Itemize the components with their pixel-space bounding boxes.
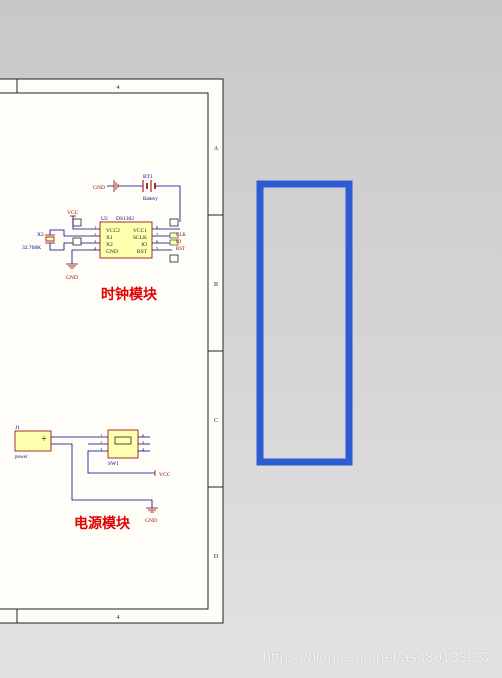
gnd-label: GND: [66, 275, 78, 281]
gnd-symbol-power: [146, 507, 158, 513]
ic-pin-number: 6: [156, 239, 159, 244]
power-module: J1 + power 1 2 3 6 5 4 SW1 VCC GND 电源模块: [14, 425, 171, 532]
test-point: [169, 254, 179, 263]
ic-pin-number: 2: [94, 232, 96, 237]
net-port: [169, 239, 179, 246]
test-point: [169, 218, 179, 227]
ic-pin-number: 3: [94, 239, 97, 244]
crystal-value: 32.768K: [22, 245, 41, 251]
ic-pin-name: VCC2: [106, 228, 120, 234]
gnd-symbol-clock: [66, 263, 78, 269]
switch-pin-number: 5: [142, 440, 145, 445]
ic-pin-number: 5: [156, 246, 159, 251]
ic-pin-name: VCC1: [133, 228, 147, 234]
test-point: [72, 218, 82, 227]
selection-rectangle[interactable]: [256, 180, 353, 466]
jack-value: power: [15, 455, 28, 460]
sheet-outer-border: [0, 78, 224, 624]
net-port: [169, 232, 179, 239]
wire-vcc2: [72, 216, 100, 230]
watermark: https://blog.csdn.net/as480133937: [262, 649, 492, 666]
switch-pin-number: 2: [100, 440, 102, 445]
crystal-ref: X2: [37, 232, 44, 238]
zone-label-a: A: [214, 146, 219, 152]
ic-body: [99, 221, 153, 259]
wire-battery-to-vcc1: [155, 185, 181, 222]
jack-ref: J1: [15, 425, 20, 431]
power-jack-body: [14, 430, 52, 452]
ic-pin-name: RST: [137, 249, 148, 255]
net-label: IO: [176, 240, 182, 245]
wire-jack-gnd: [51, 443, 153, 508]
zone-label-top: 4: [117, 85, 120, 91]
power-gnd-label: GND: [145, 518, 157, 524]
wire-sw-to-vcc: [87, 450, 155, 474]
clock-module-title: 时钟模块: [101, 286, 158, 303]
zone-label-c: C: [214, 418, 218, 424]
zone-label-d: D: [214, 554, 219, 560]
plus-icon: +: [41, 434, 47, 445]
zone-label-b: B: [214, 282, 218, 288]
battery-gnd-label: GND: [93, 185, 105, 191]
switch-ref: SW1: [108, 461, 119, 467]
power-module-title: 电源模块: [74, 515, 131, 532]
ic-pin-name: X2: [106, 242, 113, 248]
ic-pin-name: SCLK: [133, 235, 147, 241]
switch-pin-number: 4: [142, 447, 145, 452]
power-vcc-label: VCC: [159, 472, 171, 478]
ic-pin-number: 4: [94, 246, 97, 251]
clock-module: GND BT1 Battery VCC X2 32.768K: [22, 174, 186, 303]
ic-pin-name: X1: [106, 235, 113, 241]
battery-ref: BT1: [143, 174, 153, 180]
switch-pin-number: 3: [100, 447, 103, 452]
ic-pin-name: IO: [141, 242, 147, 248]
net-label: RST: [176, 247, 185, 252]
ic-pin-name: GND: [106, 249, 118, 255]
ic-pin-number: 7: [156, 232, 159, 237]
ic-part: DS1302: [116, 216, 134, 222]
switch-pin-number: 1: [100, 433, 102, 438]
wire-gnd: [71, 249, 100, 264]
zone-label-bottom: 4: [117, 615, 120, 621]
ic-pin-number: 1: [94, 225, 96, 230]
battery-value: Battery: [143, 197, 158, 202]
ic-ref: U2: [101, 216, 108, 222]
vcc-label: VCC: [67, 210, 79, 216]
net-label: CLK: [176, 233, 186, 238]
switch-actuator: [114, 436, 132, 445]
wire-x1: [49, 229, 100, 237]
test-point: [72, 237, 82, 246]
switch-pin-number: 6: [142, 433, 145, 438]
ic-pin-number: 8: [156, 225, 159, 230]
